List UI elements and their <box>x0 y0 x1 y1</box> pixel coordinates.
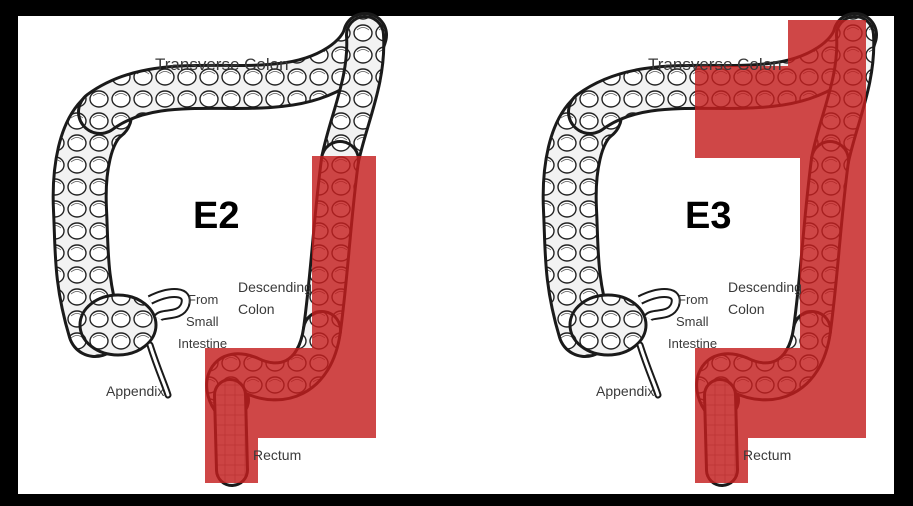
label-small-1-e3: From <box>678 292 708 307</box>
label-small-3-e2: Intestine <box>178 336 227 351</box>
label-appendix-e3: Appendix <box>596 383 654 399</box>
label-descending-2-e3: Colon <box>728 301 765 317</box>
label-descending-1-e3: Descending <box>728 279 802 295</box>
label-transverse-colon-e2: Transverse Colon <box>155 55 289 74</box>
panel-title-e2: E2 <box>193 195 239 237</box>
label-small-1-e2: From <box>188 292 218 307</box>
label-transverse-colon-e3: Transverse Colon <box>648 55 782 74</box>
label-appendix-e2: Appendix <box>106 383 164 399</box>
label-rectum-e2: Rectum <box>253 447 301 463</box>
label-descending-2-e2: Colon <box>238 301 275 317</box>
panel-title-e3: E3 <box>685 195 731 237</box>
label-descending-1-e2: Descending <box>238 279 312 295</box>
label-rectum-e3: Rectum <box>743 447 791 463</box>
label-small-3-e3: Intestine <box>668 336 717 351</box>
label-small-2-e3: Small <box>676 314 709 329</box>
label-small-2-e2: Small <box>186 314 219 329</box>
